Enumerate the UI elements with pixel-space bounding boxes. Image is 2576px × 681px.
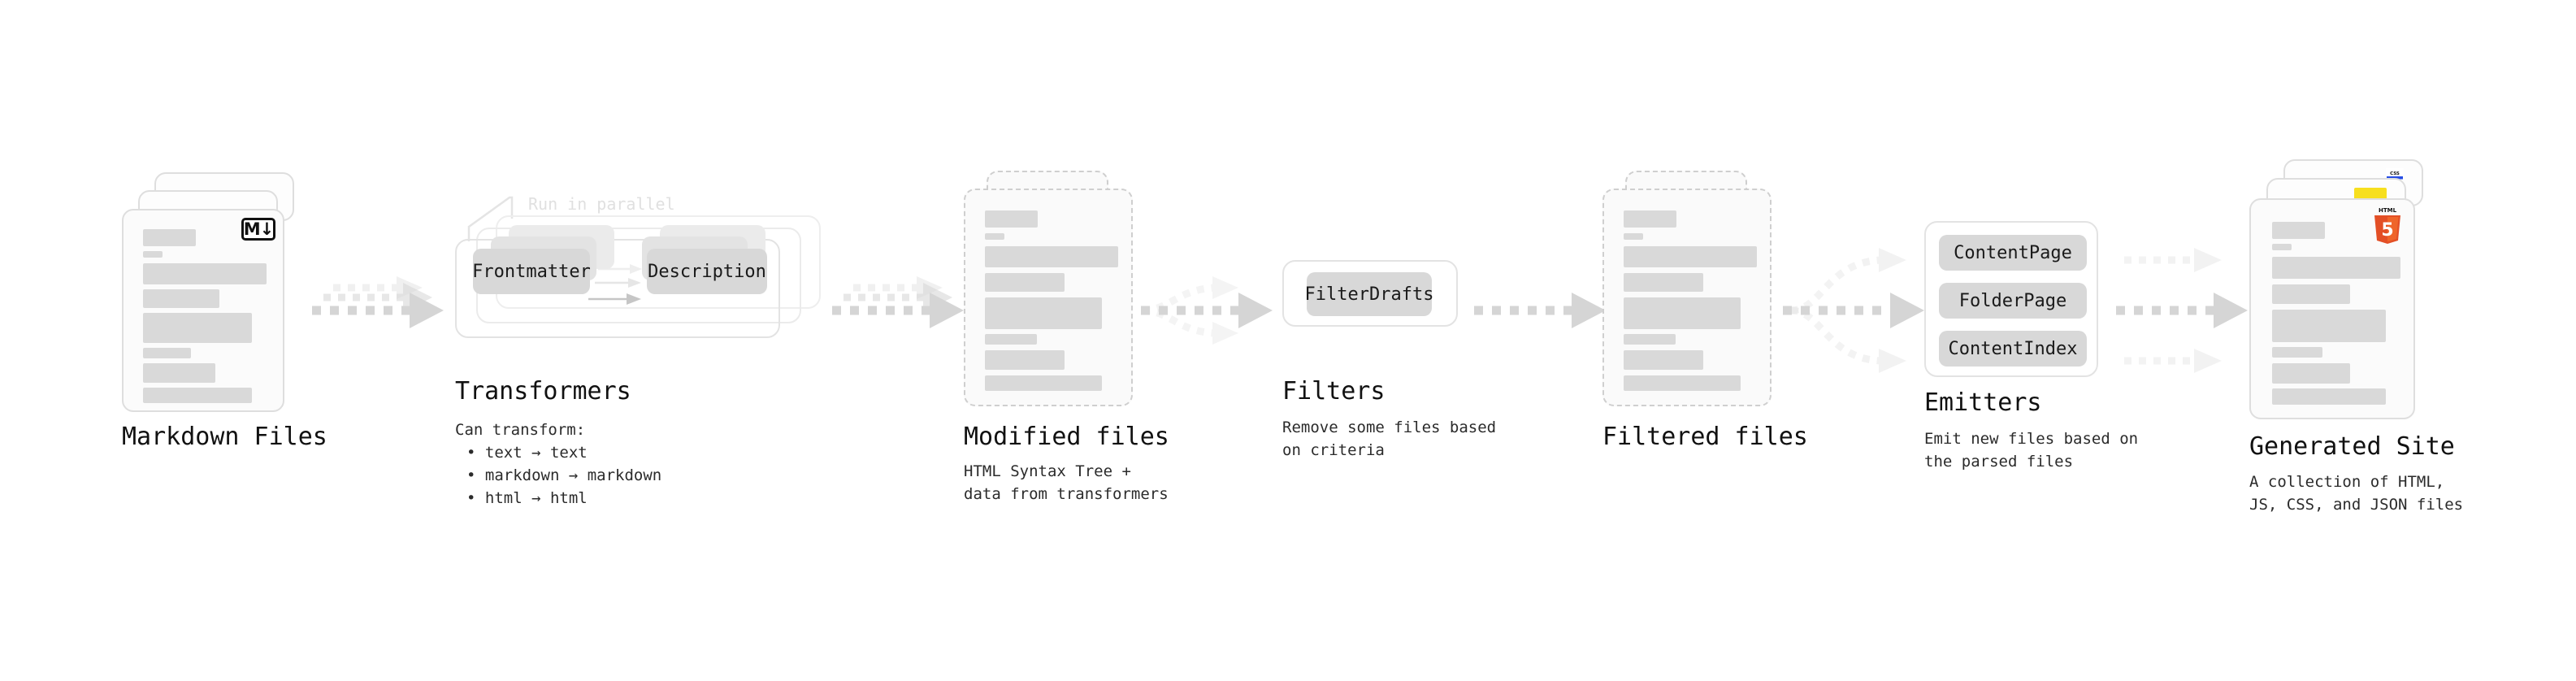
transformers-bullet-0: • text → text [466,444,588,462]
card-front: M↓ [122,209,284,412]
arrow-modified-to-filters [1141,276,1273,345]
skeleton-bar [2272,244,2292,250]
skeleton-bar [2272,284,2350,304]
markdown-icon-label: M↓ [243,219,274,239]
skeleton-bar [2272,363,2350,384]
skeleton-bar [2272,347,2322,358]
chip-description-label: Description [648,261,766,282]
arrow-filters-to-filtered [1474,293,1606,328]
skeleton-bar [143,251,163,258]
skeleton-bar [143,229,196,246]
stage-title-modified-files: Modified files [964,423,1169,451]
arrow-transformers-to-modified [832,276,964,328]
skeleton-bar [1624,246,1757,267]
skeleton-bar [1624,297,1741,329]
transformer-inner-arrows [588,264,642,305]
skeleton-bar [1624,273,1703,292]
emitters-subtitle: Emit new files based on the parsed files [1924,430,2139,471]
chip-folderpage[interactable]: FolderPage [1939,283,2087,319]
chip-frontmatter-label: Frontmatter [472,261,591,282]
run-in-parallel-label: Run in parallel [528,194,675,214]
skeleton-bar [985,350,1065,370]
svg-text:5: 5 [2381,220,2393,241]
skeleton-bar [985,210,1038,228]
skeleton-bar [1624,375,1741,391]
chip-contentpage-label: ContentPage [1954,242,2072,263]
skeleton-bar [985,233,1004,240]
run-in-parallel-leader-line [467,196,514,241]
skeleton-bar [143,313,252,343]
skeleton-bar [2272,388,2386,405]
skeleton-bar [2272,222,2325,239]
card-front [1602,189,1772,406]
chip-frontmatter[interactable]: Frontmatter [472,249,591,294]
skeleton-bar [2272,257,2400,279]
modified-files-subtitle: HTML Syntax Tree + data from transformer… [964,462,1169,503]
skeleton-bar [1624,334,1676,345]
chip-filterdrafts-label: FilterDrafts [1304,284,1434,305]
chip-filterdrafts[interactable]: FilterDrafts [1304,272,1434,316]
arrow-filtered-to-emitters [1783,248,1924,373]
arrow-markdown-to-transformers [312,276,444,328]
chip-contentindex-label: ContentIndex [1948,338,2078,359]
skeleton-bar [143,363,215,383]
chip-contentpage[interactable]: ContentPage [1939,235,2087,271]
transformers-bullet-2: • html → html [466,489,588,507]
transformers-bullet-1: • markdown → markdown [466,466,662,484]
css-icon-glyph: CSS [2387,171,2403,180]
skeleton-bar [985,273,1065,292]
filters-group: FilterDrafts [1282,260,1458,327]
skeleton-bar [143,289,219,308]
transformers-subtitle: Can transform: [455,421,586,439]
stage-title-filters: Filters [1282,377,1386,406]
markdown-icon: M↓ [241,218,275,241]
skeleton-bar [1624,350,1703,370]
html5-icon: HTML 5 [2370,205,2405,245]
stage-title-transformers: Transformers [455,377,631,406]
skeleton-bar [985,375,1102,391]
skeleton-bar [2272,310,2386,342]
filters-subtitle: Remove some files based on criteria [1282,419,1497,459]
skeleton-bar [985,246,1118,267]
chip-folderpage-label: FolderPage [1958,290,2067,311]
svg-text:HTML: HTML [2379,207,2397,214]
skeleton-bar [985,297,1102,329]
svg-text:CSS: CSS [2390,171,2400,176]
html5-icon-glyph: HTML 5 [2374,207,2400,244]
stage-title-generated-site: Generated Site [2249,432,2455,461]
chip-contentindex[interactable]: ContentIndex [1939,331,2087,367]
skeleton-bar [1624,233,1643,240]
card-front [964,189,1133,406]
card-front-html: HTML 5 [2249,198,2415,419]
skeleton-bar [143,263,267,284]
skeleton-bar [143,348,191,358]
stage-title-markdown-files: Markdown Files [122,423,327,451]
stage-title-filtered-files: Filtered files [1602,423,1808,451]
generated-site-subtitle: A collection of HTML, JS, CSS, and JSON … [2249,473,2464,514]
transformer-frame-main [455,239,780,338]
skeleton-bar [1624,210,1676,228]
skeleton-bar [985,334,1037,345]
arrow-emitters-to-site [2116,248,2248,373]
skeleton-bar [143,388,252,403]
emitters-group: ContentPage FolderPage ContentIndex [1924,221,2098,377]
stage-title-emitters: Emitters [1924,388,2042,417]
css-icon: CSS [2386,168,2404,180]
chip-description[interactable]: Description [647,249,767,294]
